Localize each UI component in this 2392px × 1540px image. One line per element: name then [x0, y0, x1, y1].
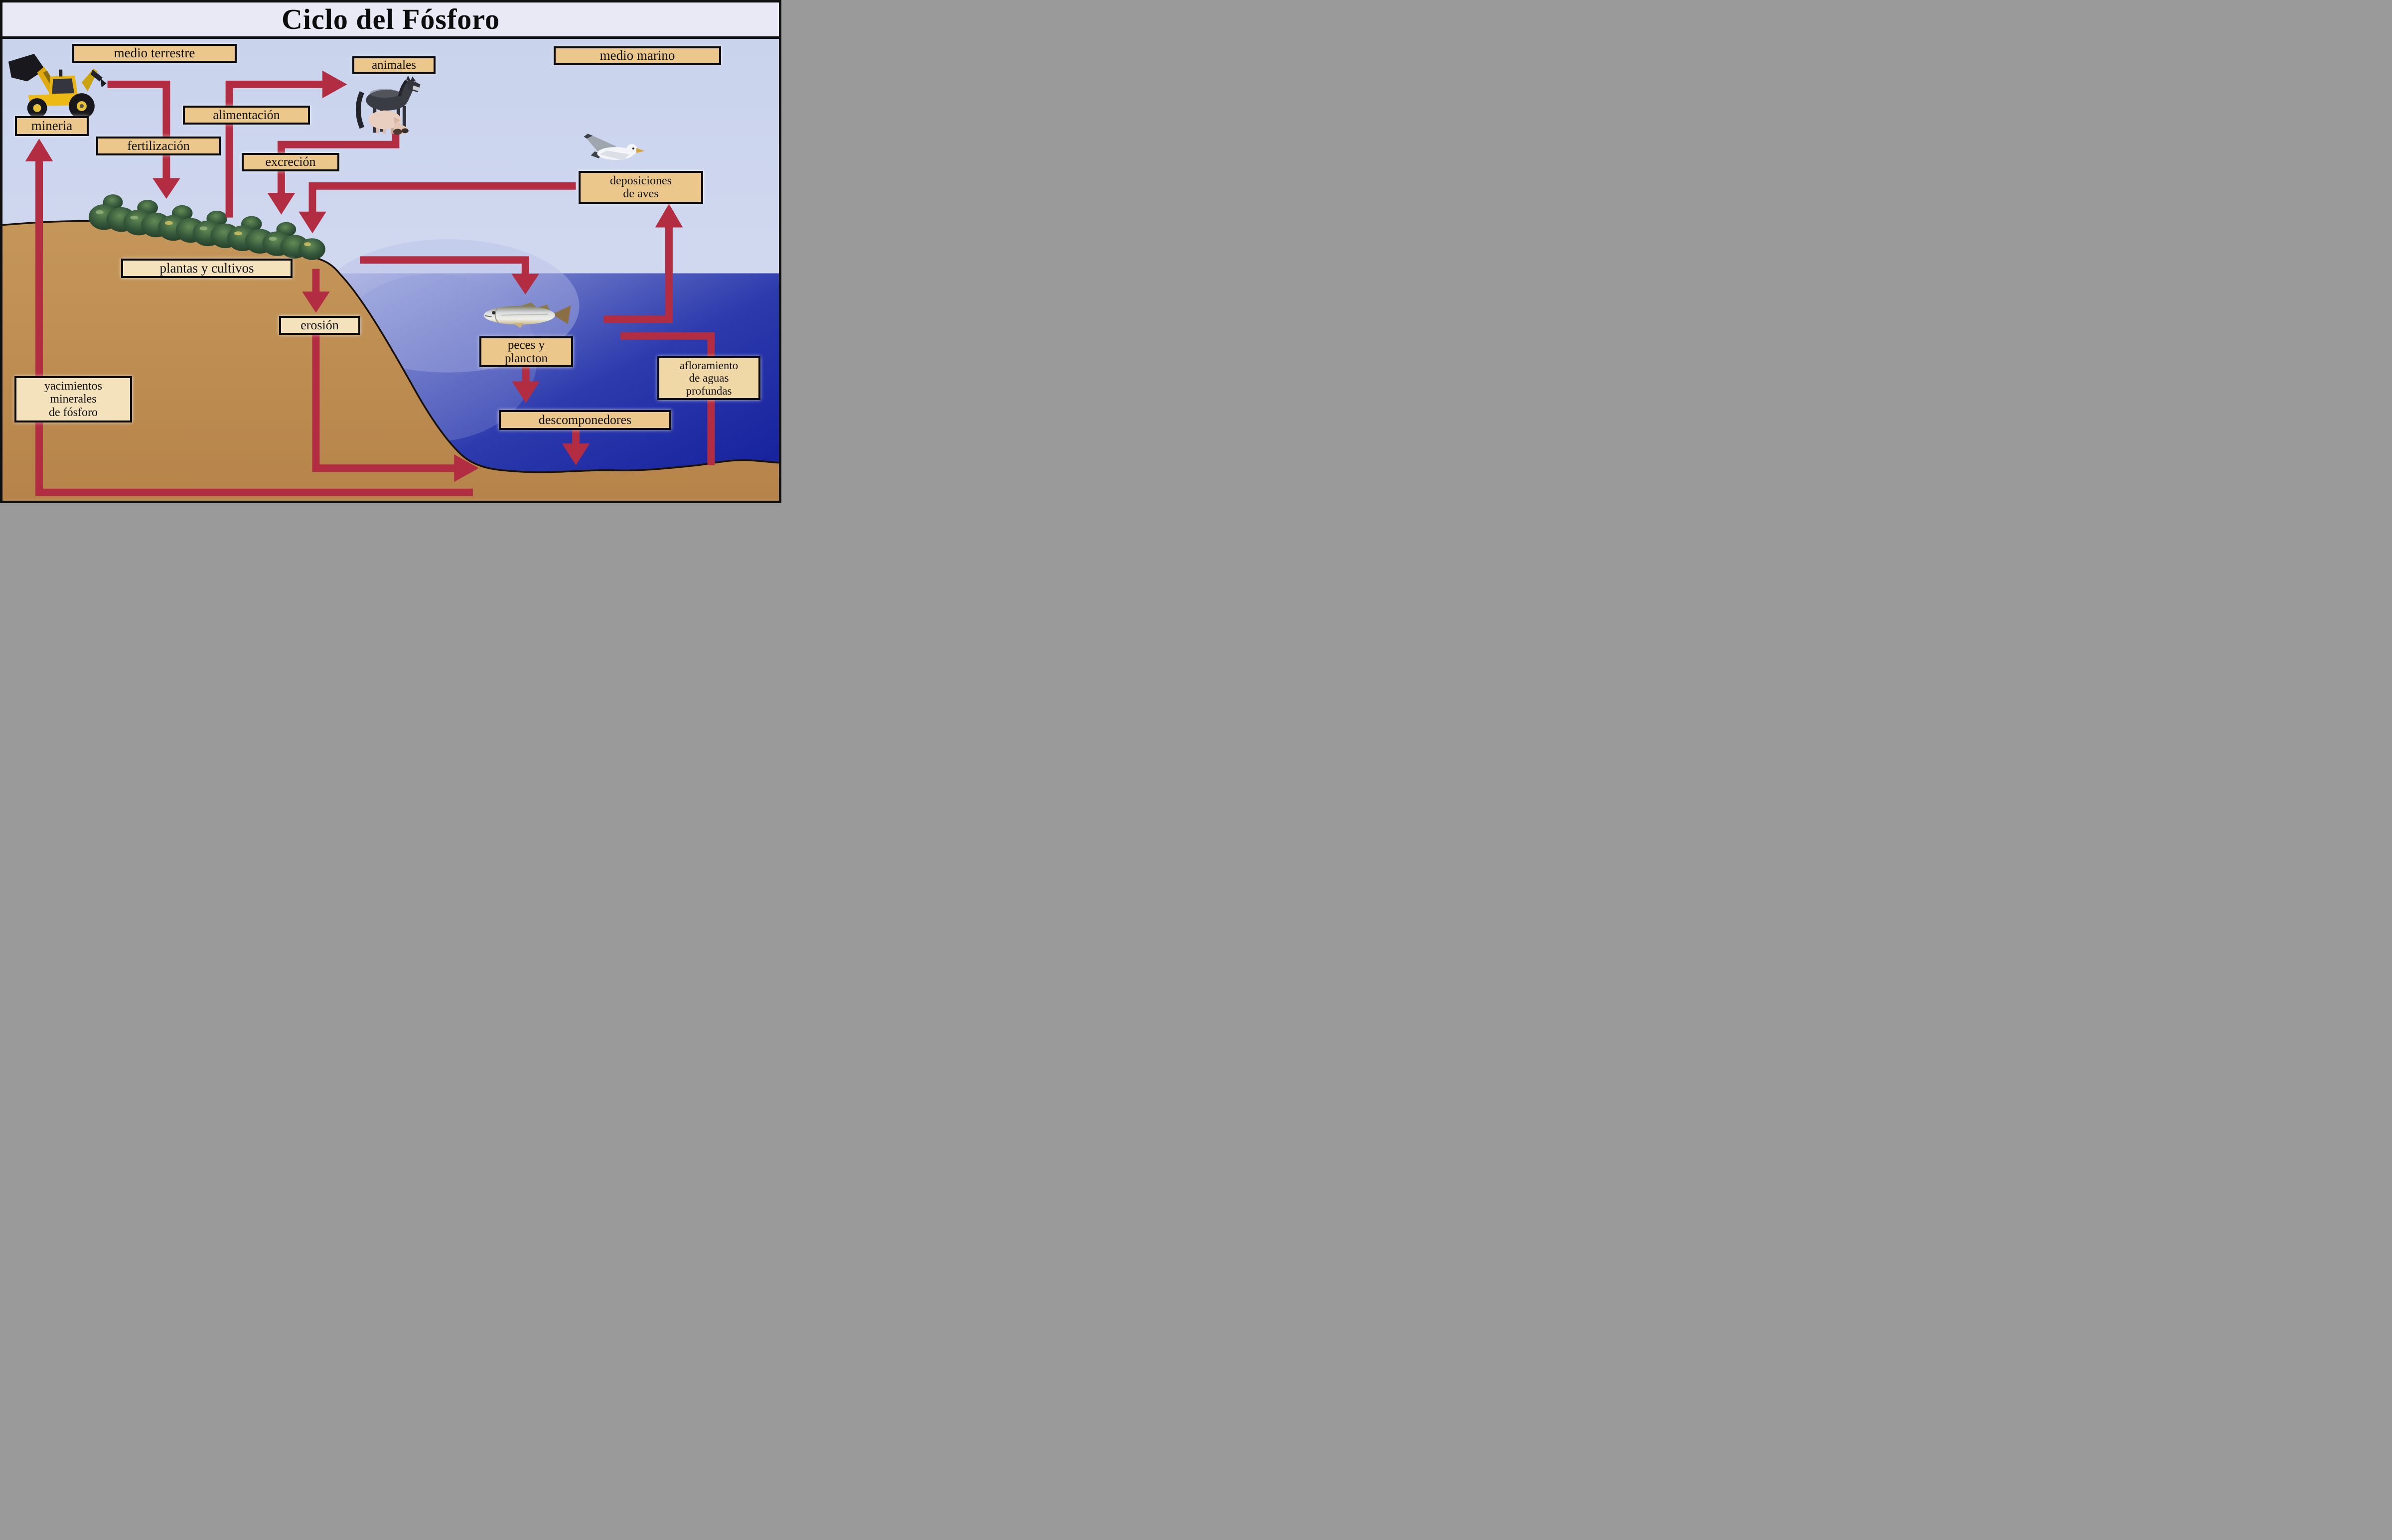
seagull-icon: [584, 134, 645, 160]
label-medio-terrestre: medio terrestre: [72, 44, 237, 63]
arrow-deposiciones-to-plantas: [308, 182, 576, 214]
label-medio-marino: medio marino: [554, 46, 721, 65]
label-fertilizacion: fertilización: [96, 137, 221, 155]
arrow-descomponedores-to-fondo-head: [562, 443, 590, 465]
label-mineria: mineria: [15, 116, 89, 136]
crops-icon: [88, 194, 325, 260]
label-peces-plancton: peces y plancton: [479, 336, 573, 367]
arrow-to-deposiciones-head: [655, 203, 683, 228]
excavator-icon: [8, 53, 107, 119]
arrow-excrecion-head: [267, 193, 296, 215]
label-descomponedores: descomponedores: [499, 410, 671, 430]
fish-icon: [483, 302, 571, 328]
arrow-erosion-to-fondo-head: [454, 454, 479, 482]
pig-icon: [368, 110, 409, 135]
arrow-yacimientos-to-mineria-head: [25, 139, 53, 161]
title-bar: Ciclo del Fósforo: [2, 2, 779, 39]
label-plantas-cultivos: plantas y cultivos: [121, 259, 293, 278]
arrow-yacimientos-to-mineria: [35, 159, 473, 496]
arrow-to-deposiciones: [603, 225, 673, 323]
arrow-costa-to-peces-head: [511, 274, 540, 295]
label-deposiciones-aves: deposiciones de aves: [579, 171, 703, 204]
arrow-alimentacion: [225, 80, 323, 218]
label-yacimientos: yacimientos minerales de fósforo: [14, 376, 132, 422]
arrow-fertilizacion-head: [152, 178, 180, 199]
arrow-costa-to-peces: [360, 256, 529, 277]
page-title: Ciclo del Fósforo: [282, 3, 500, 35]
label-excrecion: excreción: [242, 153, 339, 171]
arrow-afloramiento: [620, 332, 715, 465]
arrow-alimentacion-head: [322, 70, 347, 99]
arrow-erosion-to-fondo: [312, 331, 456, 472]
label-afloramiento: afloramiento de aguas profundas: [657, 356, 760, 400]
arrow-peces-to-descomponedores-head: [512, 381, 540, 403]
phosphorus-cycle-diagram: Ciclo del Fósforo medio terrestre medio …: [0, 0, 781, 503]
label-erosion: erosión: [279, 316, 360, 335]
arrows: [25, 70, 715, 496]
arrow-plantas-to-erosion-head: [302, 291, 330, 313]
label-animales: animales: [352, 56, 436, 74]
arrow-deposiciones-to-plantas-head: [299, 211, 326, 234]
label-alimentacion: alimentación: [183, 106, 310, 125]
